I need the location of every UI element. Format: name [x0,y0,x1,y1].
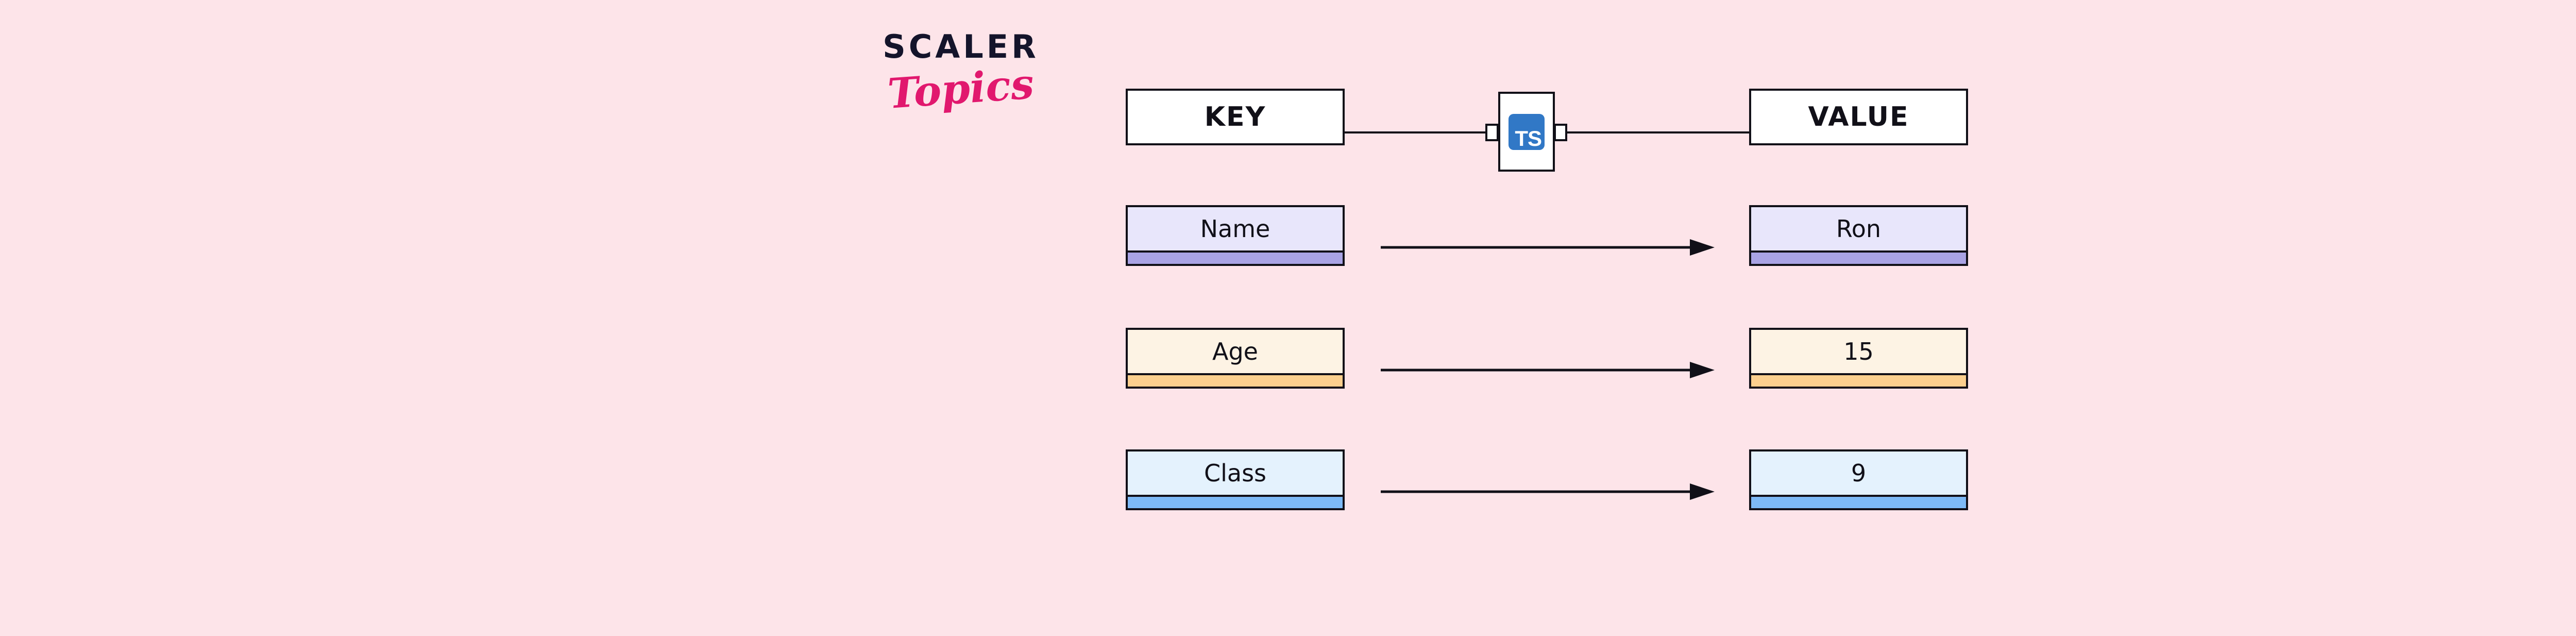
key-box-row-1[interactable]: Age [1126,328,1345,389]
mapping-arrow-row-1 [1381,360,1716,380]
key-box-row-0[interactable]: Name [1126,205,1345,266]
ts-right-port [1554,124,1567,141]
key-label-row-2: Class [1204,459,1267,487]
value-label-row-0: Ron [1836,215,1882,243]
ts-left-port [1485,124,1499,141]
key-label-row-1: Age [1212,338,1258,365]
value-label-row-2: 9 [1851,459,1867,487]
key-accent-row-0 [1128,250,1343,264]
typescript-logo-icon: TS [1509,113,1545,150]
key-header-box: KEY [1126,89,1345,145]
typescript-node: TS [1498,92,1555,172]
connector-ts-to-value [1566,131,1749,133]
value-box-row-1[interactable]: 15 [1749,328,1968,389]
value-accent-row-2 [1751,495,1966,508]
scaler-topics-logo: SCALER Topics [876,31,1046,134]
key-accent-row-2 [1128,495,1343,508]
value-box-row-0[interactable]: Ron [1749,205,1968,266]
mapping-arrow-row-2 [1381,481,1716,502]
key-accent-row-1 [1128,373,1343,387]
value-accent-row-1 [1751,373,1966,387]
connector-key-to-ts [1345,131,1486,133]
key-label-row-0: Name [1200,215,1270,243]
value-header-box: VALUE [1749,89,1968,145]
value-header-label: VALUE [1808,102,1909,132]
value-accent-row-0 [1751,250,1966,264]
typescript-logo-label: TS [1515,126,1542,150]
value-label-row-1: 15 [1843,338,1874,365]
brand-wordmark: SCALER [883,28,1039,65]
key-header-label: KEY [1204,102,1266,132]
value-box-row-2[interactable]: 9 [1749,449,1968,510]
mapping-arrow-row-0 [1381,237,1716,258]
key-box-row-2[interactable]: Class [1126,449,1345,510]
